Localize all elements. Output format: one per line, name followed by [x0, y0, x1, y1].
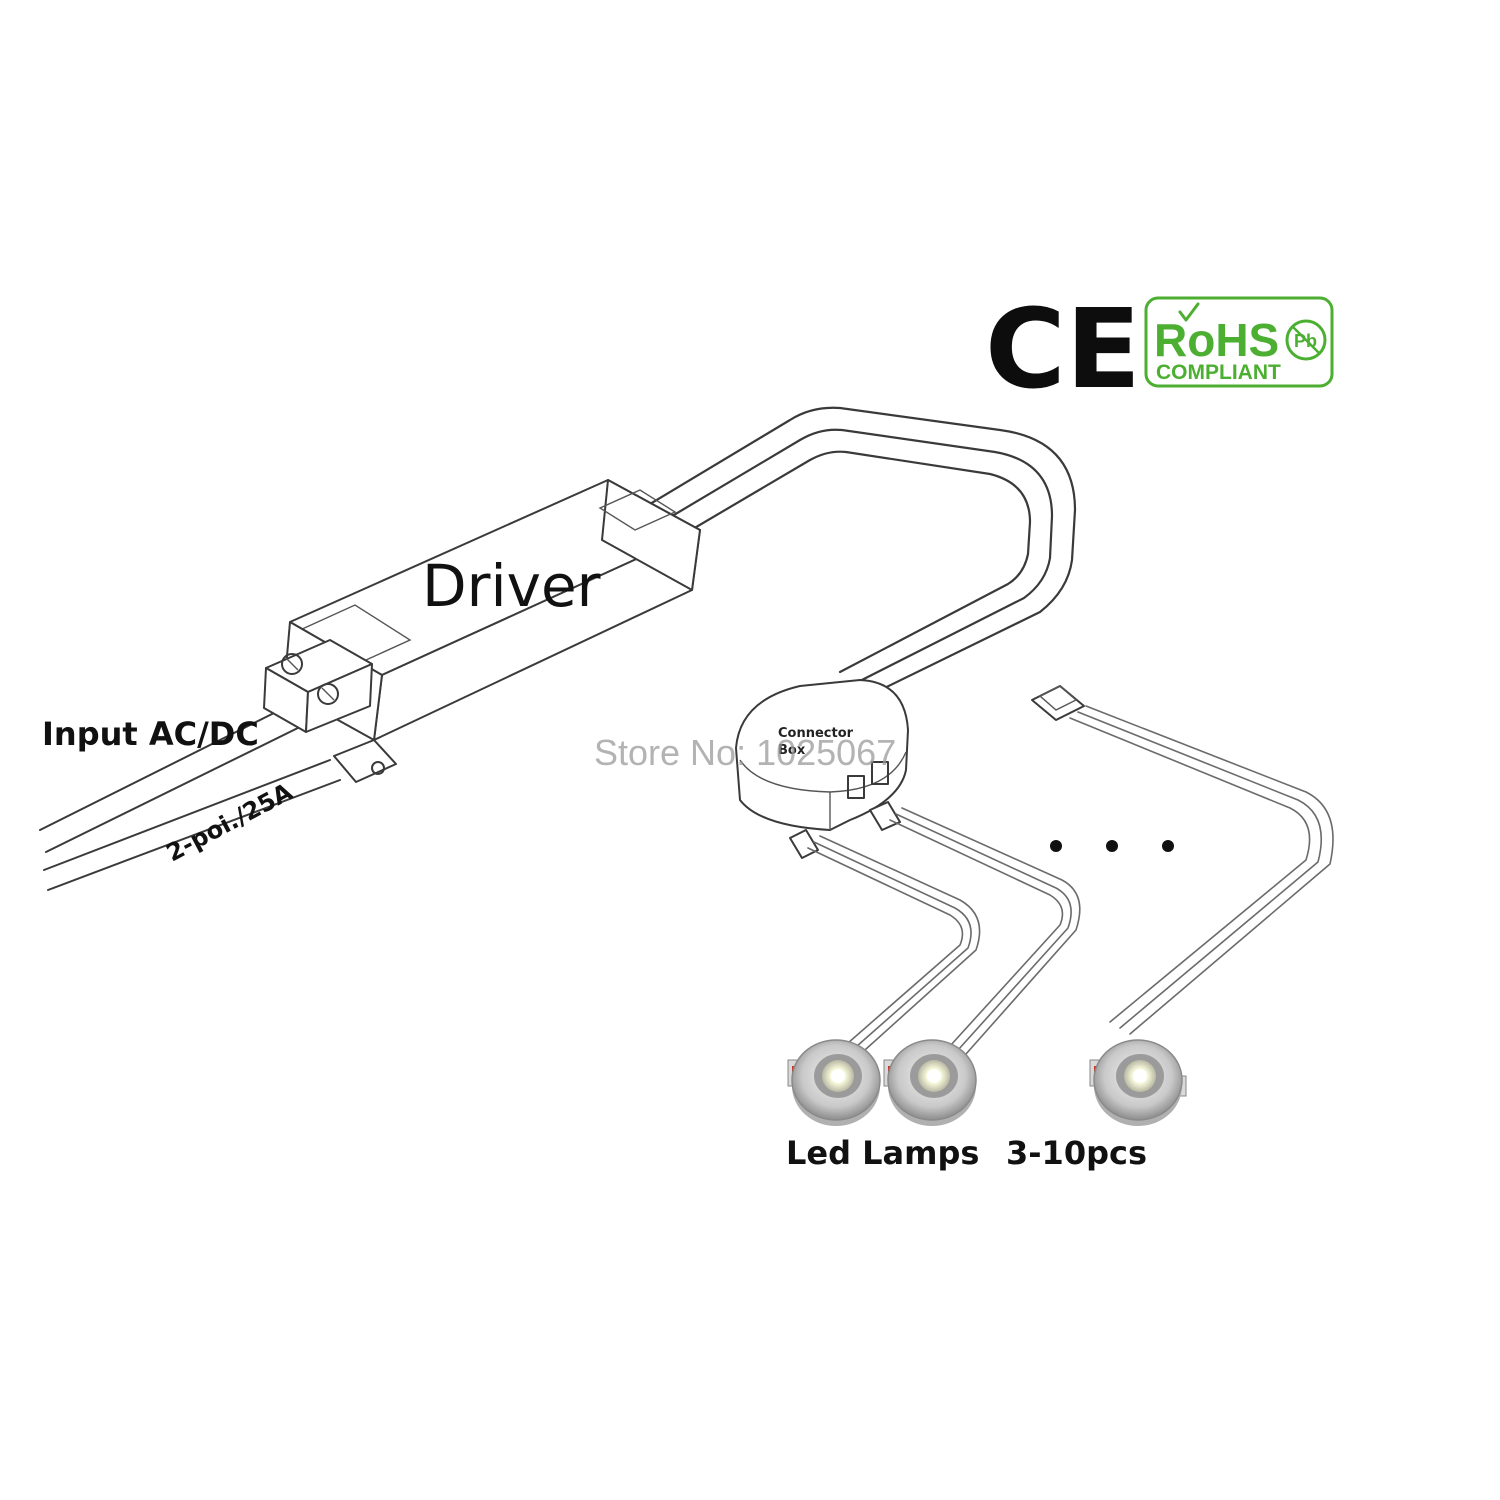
led-lamp-2	[883, 1039, 977, 1126]
rohs-subtitle: COMPLIANT	[1156, 361, 1281, 384]
driver-unit: Driver	[263, 479, 701, 783]
rohs-badge: RoHS Pb COMPLIANT	[1144, 296, 1334, 388]
input-wires	[39, 699, 341, 891]
main-cable	[638, 406, 1077, 702]
rohs-check-icon	[1178, 302, 1200, 322]
connector-box: Connector Box	[735, 679, 909, 831]
lamp-lead-3	[1031, 685, 1334, 1035]
connector-box-label-line1: Connector	[778, 726, 854, 741]
ce-mark: CE	[985, 285, 1141, 413]
ce-mark-text: CE	[985, 285, 1141, 413]
led-lamp-1	[787, 1039, 881, 1126]
input-label: Input AC/DC	[42, 715, 259, 753]
lamp-lead-1	[789, 829, 981, 1059]
cable-spec-label: 2-poi./25A	[162, 777, 298, 867]
led-lamp-3	[1089, 1039, 1187, 1126]
lamp-lead-2	[869, 801, 1081, 1055]
connector-box-label-line2: Box	[778, 743, 806, 758]
quantity-label: 3-10pcs	[1006, 1134, 1147, 1172]
lamps-label: Led Lamps	[786, 1134, 979, 1172]
driver-label: Driver	[422, 552, 601, 620]
rohs-title: RoHS	[1154, 314, 1279, 366]
pb-free-icon	[1285, 319, 1327, 361]
more-lamps-ellipsis	[1050, 840, 1174, 852]
store-watermark: Store No: 1025067	[594, 732, 896, 773]
pb-label: Pb	[1294, 331, 1317, 351]
